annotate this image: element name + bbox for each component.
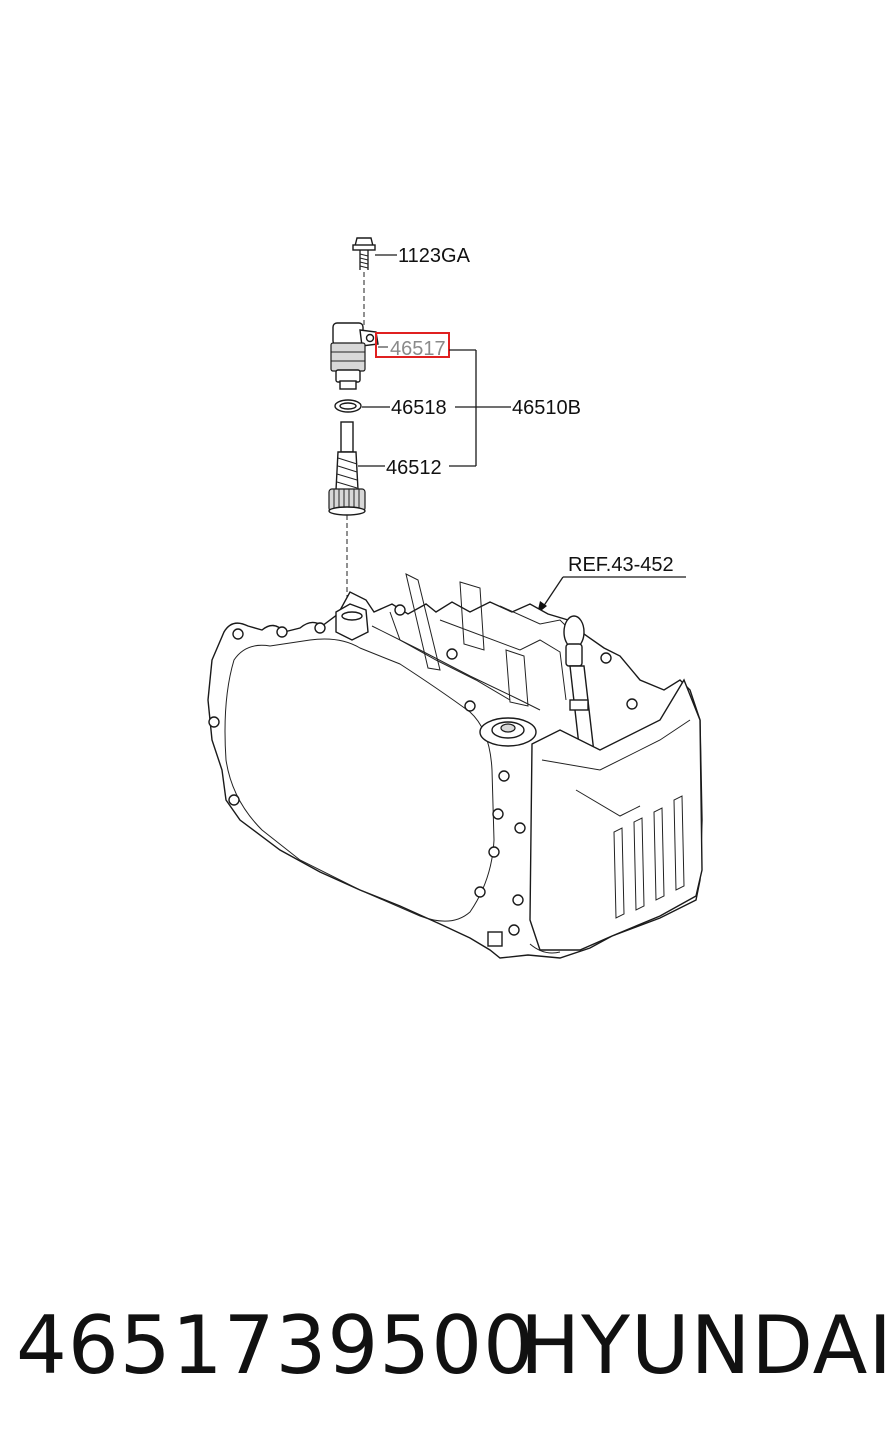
transmission-housing (207, 573, 703, 959)
speed-sensor-46517[interactable] (330, 322, 379, 390)
oil-pan-ribs (613, 795, 685, 919)
bolt-1123ga[interactable] (352, 237, 397, 270)
label-46518: 46518 (391, 397, 447, 419)
footer-part-number: 4651739500 (16, 1298, 535, 1392)
label-46512: 46512 (386, 457, 442, 479)
assembly-bracket (449, 349, 511, 467)
label-ref-43-452: REF.43-452 (568, 554, 674, 576)
label-1123ga: 1123GA (398, 245, 471, 267)
label-46517: 46517 (390, 338, 446, 360)
o-ring-46518[interactable] (334, 399, 362, 413)
flange-bolt-holes (208, 604, 638, 936)
driven-gear-46512[interactable] (328, 421, 366, 516)
label-46510b: 46510B (512, 397, 581, 419)
ref-leader (537, 576, 686, 614)
highlight-box-46517 (375, 332, 450, 358)
footer-brand: HYUNDAI (520, 1298, 886, 1392)
